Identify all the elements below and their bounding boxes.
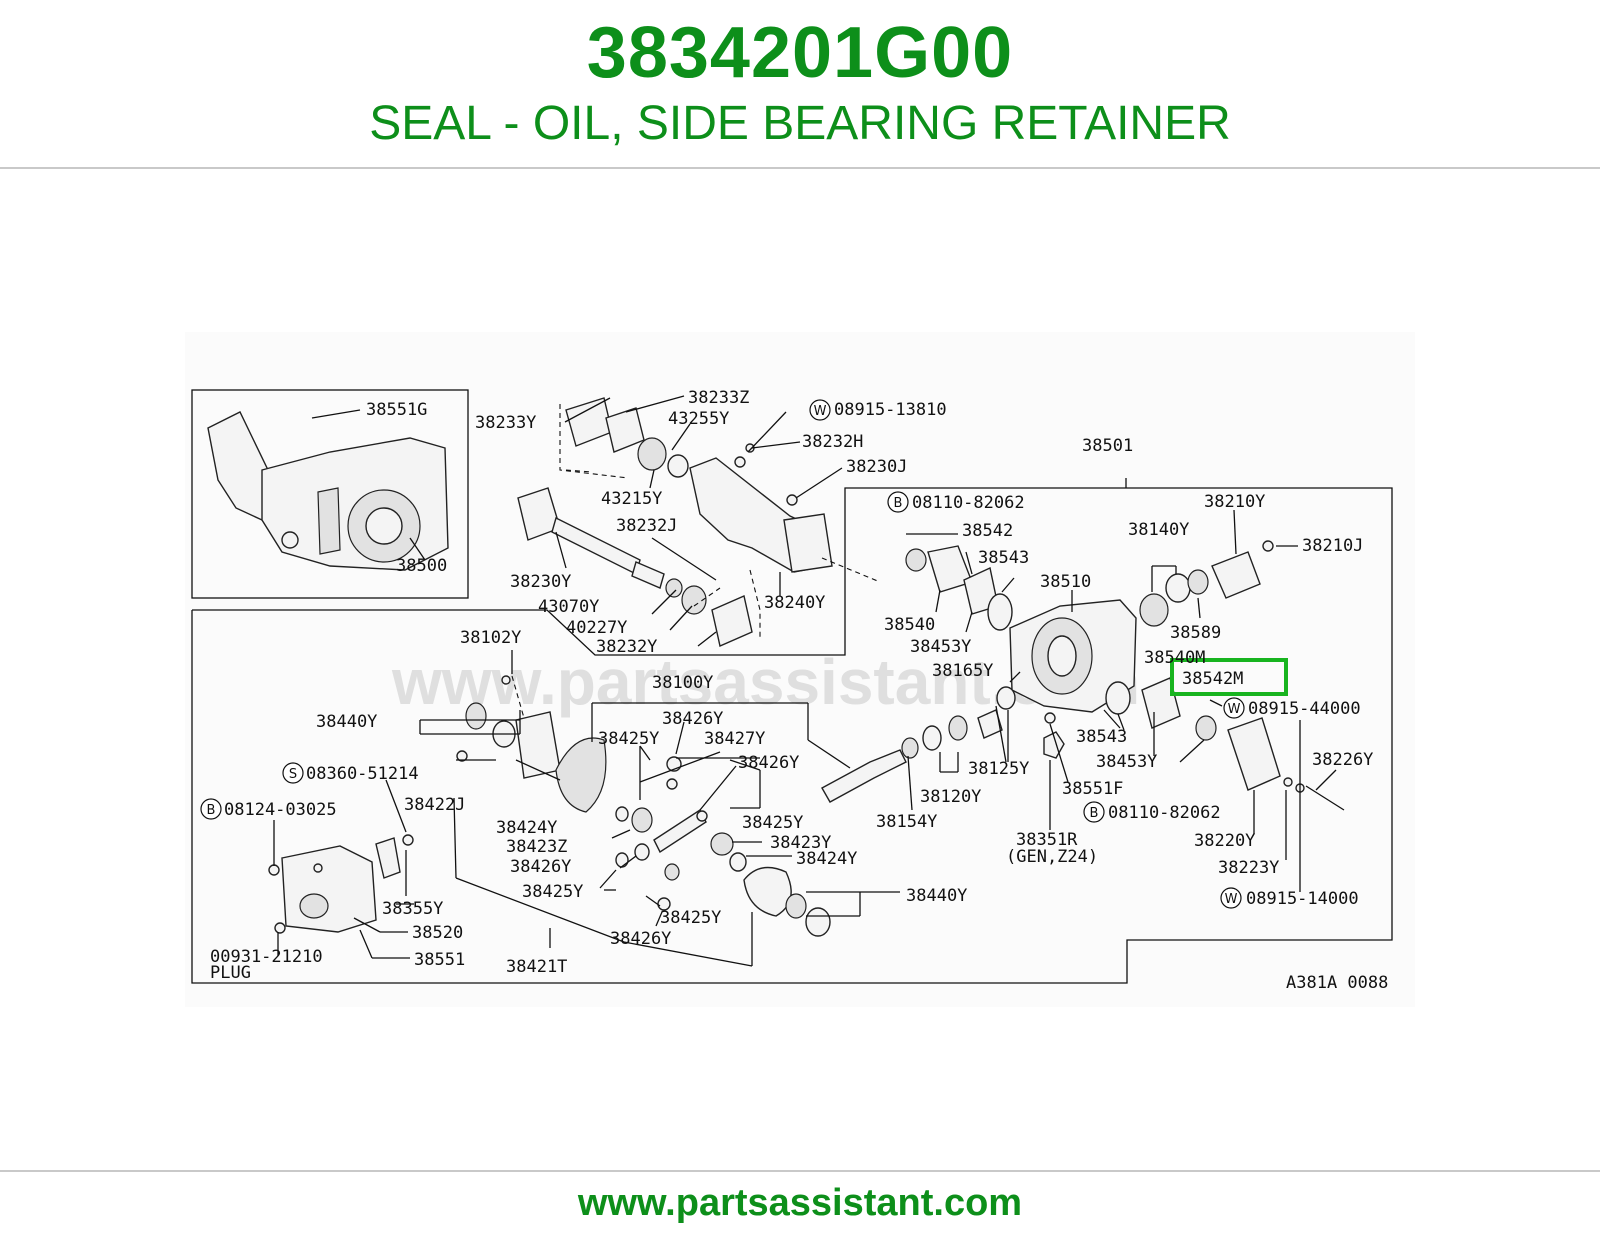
callout-labels: 38551G 38500 38233Y 38233Z 43255Y 08915-… <box>210 388 1388 993</box>
callout-label: 08915-13810 <box>834 400 947 420</box>
callout-label: 38540M <box>1144 648 1205 668</box>
callout-label: 38210J <box>1302 536 1363 556</box>
callout-label: 38589 <box>1170 623 1221 643</box>
callout-label: 38510 <box>1040 572 1091 592</box>
callout-label: 38551G <box>366 400 427 420</box>
footer-divider <box>0 1170 1600 1172</box>
part-number-title: 3834201G00 <box>586 13 1014 93</box>
highlighted-part-label: 38542M <box>1182 669 1243 689</box>
callout-label: 38226Y <box>1312 750 1373 770</box>
callout-label: 38100Y <box>652 673 713 693</box>
callout-label: 38102Y <box>460 628 521 648</box>
callout-label: 38125Y <box>968 759 1029 779</box>
marker-s: S <box>289 767 297 782</box>
callout-label: 38120Y <box>920 787 981 807</box>
callout-label: 38232H <box>802 432 863 452</box>
callout-label: 38424Y <box>796 849 857 869</box>
callout-label: 38520 <box>412 923 463 943</box>
marker-b: B <box>894 496 903 511</box>
callout-label: 38440Y <box>316 712 377 732</box>
marker-b: B <box>207 803 216 818</box>
callout-label: 38551 <box>414 950 465 970</box>
callout-label: 38425Y <box>660 908 721 928</box>
callout-label: 38425Y <box>742 813 803 833</box>
inset-frame <box>191 389 469 599</box>
fastener-type-markers: W B W S B B W <box>200 399 1245 909</box>
callout-label: 38426Y <box>662 709 723 729</box>
callout-label: 38230J <box>846 457 907 477</box>
callout-label: 38223Y <box>1218 858 1279 878</box>
callout-label: 38425Y <box>522 882 583 902</box>
callout-label: 08360-51214 <box>306 764 419 784</box>
callout-label: 38453Y <box>910 637 971 657</box>
callout-label: 38423Y <box>770 833 831 853</box>
marker-w: W <box>1228 702 1241 717</box>
callout-label: 08110-82062 <box>912 493 1025 513</box>
callout-label: 40227Y <box>566 618 627 638</box>
callout-label: 38440Y <box>906 886 967 906</box>
callout-label: 38423Z <box>506 837 567 857</box>
callout-label: 38425Y <box>598 729 659 749</box>
footer-website-link[interactable]: www.partsassistant.com <box>577 1182 1023 1224</box>
callout-label: 08915-44000 <box>1248 699 1361 719</box>
callout-label: 38542 <box>962 521 1013 541</box>
axle-housing-assembly <box>207 411 449 571</box>
part-description: SEAL - OIL, SIDE BEARING RETAINER <box>369 97 1231 150</box>
marker-w: W <box>1225 892 1238 907</box>
callout-label: 38165Y <box>932 661 993 681</box>
header-divider <box>0 167 1600 169</box>
callout-label: 38140Y <box>1128 520 1189 540</box>
callout-label: 38233Z <box>688 388 749 408</box>
figure-code: A381A 0088 <box>1286 973 1388 993</box>
callout-label: 38422J <box>404 795 465 815</box>
callout-label: PLUG <box>210 963 251 983</box>
callout-label: 38154Y <box>876 812 937 832</box>
callout-label: 38232Y <box>596 637 657 657</box>
marker-b: B <box>1090 806 1099 821</box>
callout-label: 38230Y <box>510 572 571 592</box>
marker-w: W <box>814 404 827 419</box>
callout-label: 38501 <box>1082 436 1133 456</box>
callout-label: 38426Y <box>610 929 671 949</box>
callout-label: 38351R <box>1016 830 1078 850</box>
callout-label: 00931-21210 <box>210 947 323 967</box>
assembly-frame <box>191 487 1393 984</box>
callout-label: 38232J <box>616 516 677 536</box>
callout-label: 08110-82062 <box>1108 803 1221 823</box>
callout-label: 43255Y <box>668 409 729 429</box>
callout-label: 38355Y <box>382 899 443 919</box>
callout-label: 38426Y <box>738 753 799 773</box>
callout-label: 43215Y <box>601 489 662 509</box>
callout-label: 38421T <box>506 957 567 977</box>
callout-label: 38551F <box>1062 779 1123 799</box>
callout-label: 38543 <box>1076 727 1127 747</box>
callout-label: 08124-03025 <box>224 800 337 820</box>
callout-label: 43070Y <box>538 597 599 617</box>
callout-label: 38424Y <box>496 818 557 838</box>
callout-label: 38540 <box>884 615 935 635</box>
callout-label: 38210Y <box>1204 492 1265 512</box>
callout-label: 38453Y <box>1096 752 1157 772</box>
callout-label: 38240Y <box>764 593 825 613</box>
callout-label: 38426Y <box>510 857 571 877</box>
callout-label: 08915-14000 <box>1246 889 1359 909</box>
callout-label: 38500 <box>396 556 447 576</box>
highlight-box <box>1170 658 1288 696</box>
page-header: 3834201G00 SEAL - OIL, SIDE BEARING RETA… <box>0 0 1600 170</box>
callout-label: 38233Y <box>475 413 536 433</box>
callout-label: 38220Y <box>1194 831 1255 851</box>
callout-label: 38543 <box>978 548 1029 568</box>
callout-label: 38427Y <box>704 729 765 749</box>
callout-label: (GEN,Z24) <box>1006 847 1098 867</box>
